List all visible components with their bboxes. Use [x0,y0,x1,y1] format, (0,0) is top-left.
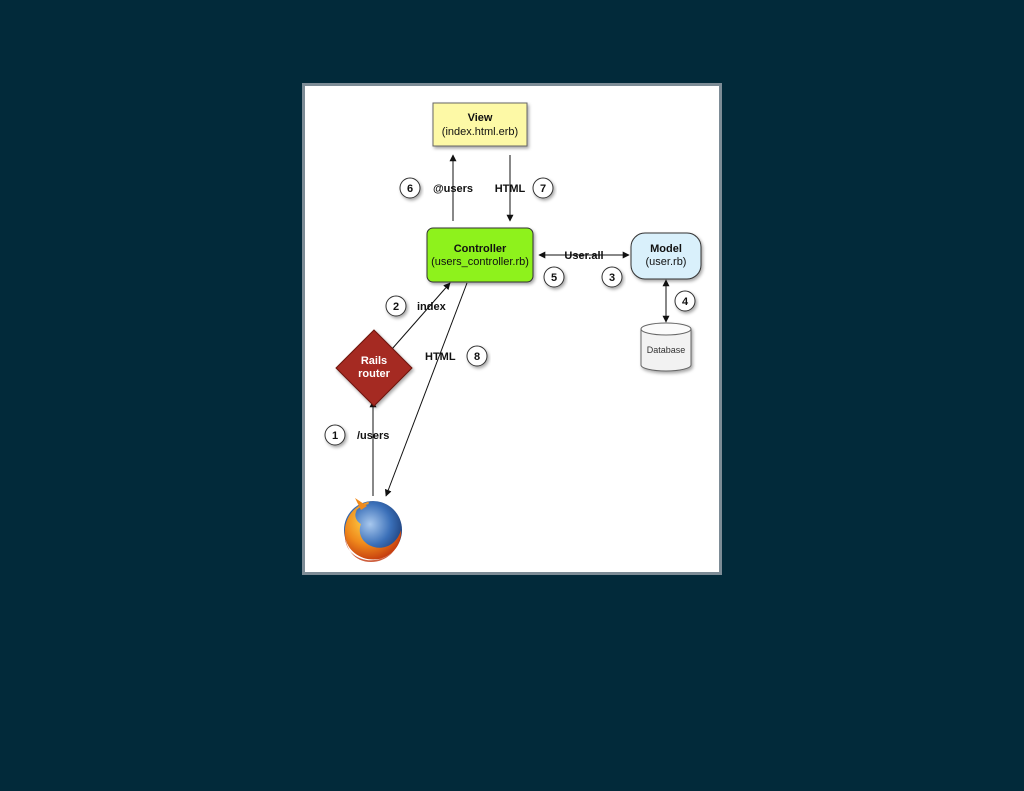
label-user-all: User.all [564,250,603,262]
model-subtitle: (user.rb) [646,256,687,268]
controller-subtitle: (users_controller.rb) [431,256,529,268]
firefox-icon [344,498,402,562]
model-node [630,232,702,280]
database-node [640,322,692,372]
step-number: 3 [609,272,615,284]
step-number: 2 [393,301,399,313]
view-node [432,102,528,147]
controller-node [426,227,534,283]
step-number: 1 [332,430,338,442]
label-users-var: @users [433,183,473,195]
step-number: 8 [474,351,480,363]
mvc-diagram: View (index.html.erb) Controller (users_… [324,102,702,562]
label-html-response: HTML [425,351,456,363]
mvc-diagram-figure: View (index.html.erb) Controller (users_… [302,83,722,575]
router-label-line2: router [358,368,391,380]
step-number: 6 [407,183,413,195]
view-subtitle: (index.html.erb) [442,126,518,138]
label-users-request: /users [357,430,389,442]
step-number: 4 [682,296,689,308]
step-badge-6: 6 [399,177,421,199]
step-badge-2: 2 [385,295,407,317]
rails-router-node [335,329,413,407]
step-number: 7 [540,183,546,195]
step-badges: 1 2 3 4 5 [324,177,696,446]
step-badge-1: 1 [324,424,346,446]
step-badge-4: 4 [674,290,696,312]
edge-controller-to-browser [384,282,468,497]
diagram-edges [369,154,670,497]
database-label: Database [647,345,686,355]
label-index: index [417,301,447,313]
label-html-view: HTML [495,183,526,195]
model-title: Model [650,243,682,255]
router-label-line1: Rails [361,355,387,367]
view-title: View [468,112,493,124]
controller-title: Controller [454,243,507,255]
step-badge-5: 5 [543,266,565,288]
step-number: 5 [551,272,557,284]
edge-router-to-controller [391,282,451,350]
step-badge-7: 7 [532,177,554,199]
step-badge-3: 3 [601,266,623,288]
step-badge-8: 8 [466,345,488,367]
